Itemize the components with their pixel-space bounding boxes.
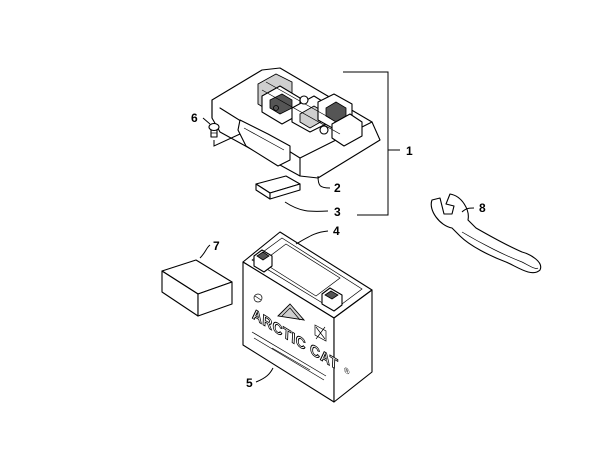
callout-4: 4 [333,224,340,238]
callout-8: 8 [479,201,486,215]
wrench-part [430,193,542,274]
pad-part [255,175,329,212]
callout-labels: 1 2 3 4 5 6 7 8 [191,111,486,390]
callout-1: 1 [406,144,413,158]
leader-2 [317,175,331,189]
callout-6: 6 [191,111,198,125]
callout-3: 3 [334,205,341,219]
battery-trademark: ® [344,365,350,377]
screw-part [202,117,241,147]
foam-block-part [161,244,233,317]
callout-5: 5 [246,376,253,390]
callout-2: 2 [334,181,341,195]
battery-tray-assembly [211,67,400,216]
battery-part: ARCTIC CAT ® [242,230,373,403]
callout-7: 7 [213,239,220,253]
